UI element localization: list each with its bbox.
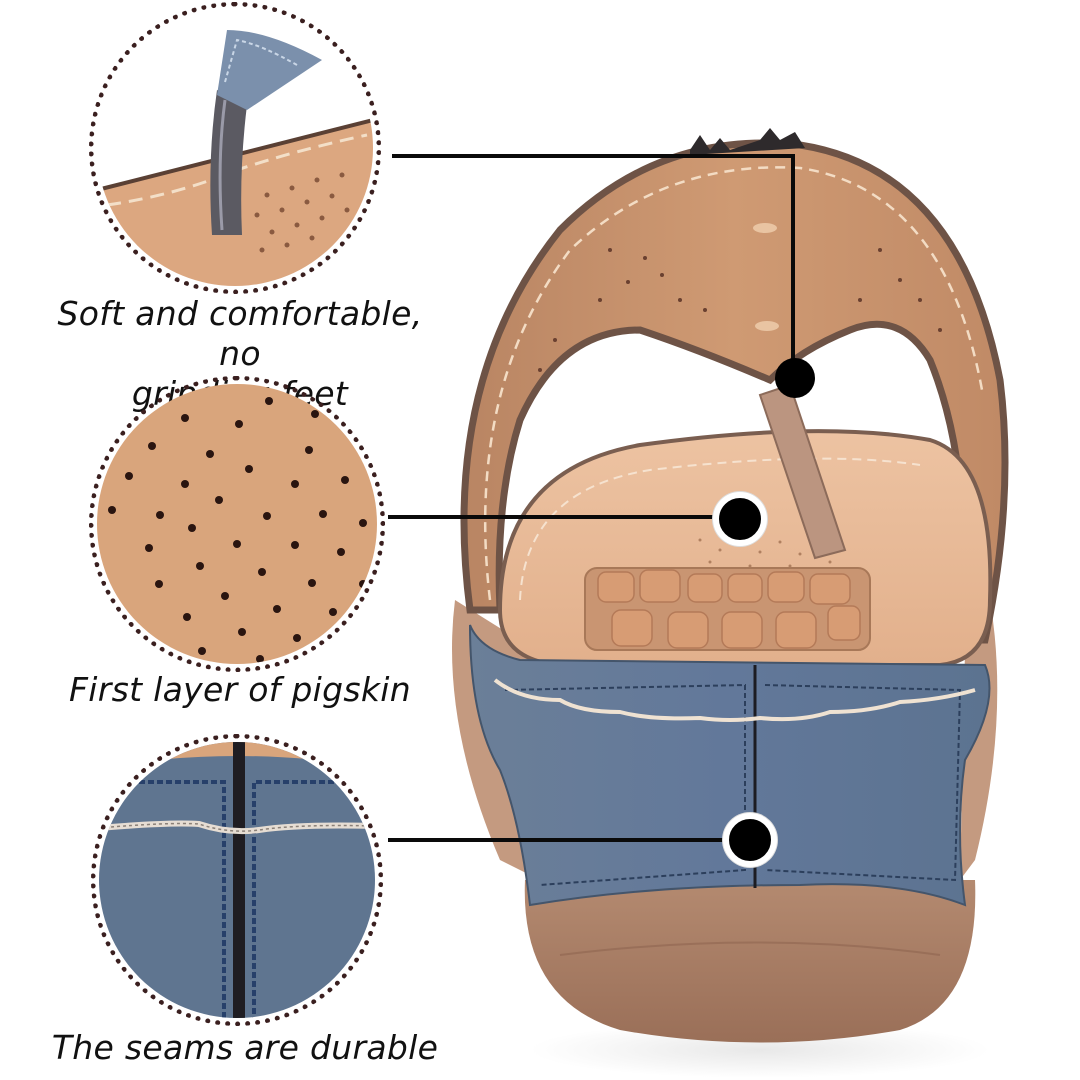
marker-dot-seams (723, 813, 777, 867)
connector-line-toe-post-vertical (791, 154, 795, 362)
caption-insole: First layer of pigskin (40, 670, 440, 710)
caption-seams-line1: The seams are durable (51, 1028, 439, 1067)
dotted-ring-insole (89, 376, 385, 672)
marker-dot-toe-post (775, 358, 815, 398)
marker-dot-insole (713, 492, 767, 546)
connector-line-toe-post-horizontal (392, 154, 794, 158)
connector-line-insole (388, 515, 718, 519)
connector-line-seams (388, 838, 728, 842)
dotted-ring-seams (91, 734, 383, 1026)
caption-seams: The seams are durable (40, 1028, 450, 1068)
caption-toe-post-line1: Soft and comfortable, no (57, 294, 423, 373)
caption-insole-line1: First layer of pigskin (69, 670, 411, 709)
dotted-ring-toe-post (89, 2, 381, 294)
